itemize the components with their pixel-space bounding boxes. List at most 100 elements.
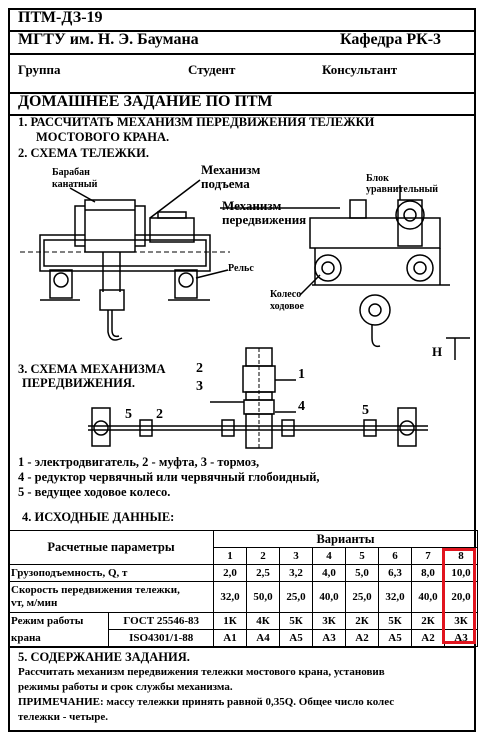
scheme-num-1: 1 <box>298 367 305 382</box>
divider <box>10 92 474 94</box>
legend-line-3: 5 - ведущее ходовое колесо. <box>18 485 171 499</box>
variant-col: 1 <box>213 547 247 565</box>
label-height: H <box>432 344 442 359</box>
table-cell: 5,0 <box>345 564 379 582</box>
params-header: Расчетные параметры <box>8 530 214 565</box>
table-cell: А4 <box>246 629 280 647</box>
capacity-label: Грузоподъемность, Q, т <box>8 564 214 582</box>
variant-col: 4 <box>312 547 346 565</box>
table-cell: 5К <box>378 612 412 630</box>
divider <box>10 114 474 116</box>
content-line-2: режимы работы и срок службы механизма. <box>18 681 233 693</box>
variant-col: 3 <box>279 547 313 565</box>
table-cell: 40,0 <box>411 581 445 613</box>
speed-label: Скорость передвижения тележки, vт, м/мин <box>8 581 214 613</box>
table-cell: 2К <box>345 612 379 630</box>
content-line-4: тележки - четыре. <box>18 711 108 723</box>
speed-label-2: vт, м/мин <box>11 597 58 609</box>
table-row: крана ISO4301/1-88 А1 А4 А5 А3 А2 А5 А2 … <box>7 629 478 647</box>
table-cell: 5К <box>279 612 313 630</box>
divider <box>10 646 474 648</box>
task-item-1: 1. РАССЧИТАТЬ МЕХАНИЗМ ПЕРЕДВИЖЕНИЯ ТЕЛЕ… <box>18 115 375 129</box>
scheme-num-3: 3 <box>196 379 203 394</box>
label-wheel-2: ходовое <box>270 301 304 312</box>
table-cell: 1К <box>213 612 247 630</box>
scheme-num-5-right: 5 <box>362 403 369 418</box>
table-cell: 2,0 <box>213 564 247 582</box>
mode-label-2: крана <box>7 629 110 647</box>
table-cell: 3,2 <box>279 564 313 582</box>
content-line-1: Рассчитать механизм передвижения тележки… <box>18 666 385 678</box>
label-rail: Рельс <box>228 263 254 274</box>
label-drum-1: Барабан <box>52 167 90 178</box>
divider <box>10 53 474 55</box>
scheme-num-5-left: 5 <box>125 407 132 422</box>
parameters-table: Расчетные параметры Варианты 1 2 3 4 5 6… <box>7 530 478 647</box>
gost-label: ГОСТ 25546-83 <box>108 612 214 630</box>
scheme-num-2-left: 2 <box>156 407 163 422</box>
university: МГТУ им. Н. Э. Баумана <box>18 31 199 48</box>
table-cell: 32,0 <box>213 581 247 613</box>
label-drum-2: канатный <box>52 179 98 190</box>
label-hoist-1: Механизм <box>201 162 260 177</box>
table-cell: 25,0 <box>279 581 313 613</box>
variant-col: 6 <box>378 547 412 565</box>
iso-label: ISO4301/1-88 <box>108 629 214 647</box>
table-cell: А2 <box>411 629 445 647</box>
label-block-2: уравнительный <box>366 184 438 195</box>
task-item-1-cont: МОСТОВОГО КРАНА. <box>36 130 170 144</box>
mode-label-1: Режим работы <box>7 612 110 630</box>
task-item-2: 2. СХЕМА ТЕЛЕЖКИ. <box>18 146 149 160</box>
legend-line-1: 1 - электродвигатель, 2 - муфта, 3 - тор… <box>18 455 260 469</box>
table-row: Режим работы ГОСТ 25546-83 1К 4К 5К 3К 2… <box>7 612 478 630</box>
legend-line-2: 4 - редуктор червячный или червячный гло… <box>18 470 320 484</box>
table-cell: А3 <box>312 629 346 647</box>
label-hoist-2: подъема <box>201 176 250 191</box>
speed-label-1: Скорость передвижения тележки, <box>11 584 180 596</box>
table-cell: 6,3 <box>378 564 412 582</box>
content-line-3: ПРИМЕЧАНИЕ: массу тележки принять равной… <box>18 696 395 708</box>
sheet-frame <box>8 8 476 732</box>
scheme-num-4: 4 <box>298 399 305 414</box>
table-cell: А2 <box>345 629 379 647</box>
table-cell: 8,0 <box>411 564 445 582</box>
table-cell: 4,0 <box>312 564 346 582</box>
table-cell: 3К <box>444 612 478 630</box>
label-wheel-1: Колесо <box>270 289 301 300</box>
table-cell: 2К <box>411 612 445 630</box>
student-label: Студент <box>188 62 236 77</box>
variant-8-highlight <box>442 548 476 644</box>
scheme-num-2: 2 <box>196 361 203 376</box>
table-cell: 25,0 <box>345 581 379 613</box>
label-block-1: Блок <box>366 173 389 184</box>
table-cell: 20,0 <box>444 581 478 613</box>
table-cell: А5 <box>378 629 412 647</box>
label-travel-2: передвижения <box>222 212 306 227</box>
mechanism-scheme: 2 3 1 4 5 2 5 <box>88 347 428 449</box>
table-row: Скорость передвижения тележки, vт, м/мин… <box>8 581 478 613</box>
table-cell: 3К <box>312 612 346 630</box>
table-cell: 32,0 <box>378 581 412 613</box>
page-title: ДОМАШНЕЕ ЗАДАНИЕ ПО ПТМ <box>18 93 273 110</box>
variants-header: Варианты <box>213 530 478 548</box>
scheme-title-2: ПЕРЕДВИЖЕНИЯ. <box>22 376 135 390</box>
table-row: Грузоподъемность, Q, т 2,0 2,5 3,2 4,0 5… <box>8 564 478 582</box>
table-cell: 2,5 <box>246 564 280 582</box>
variant-col: 5 <box>345 547 379 565</box>
scheme-title-1: 3. СХЕМА МЕХАНИЗМА <box>18 362 166 376</box>
content-title: 5. СОДЕРЖАНИЕ ЗАДАНИЯ. <box>18 650 190 664</box>
variant-col: 2 <box>246 547 280 565</box>
department: Кафедра РК-3 <box>340 31 442 48</box>
table-cell: 40,0 <box>312 581 346 613</box>
table-cell: 10,0 <box>444 564 478 582</box>
variant-col: 7 <box>411 547 445 565</box>
doc-code: ПТМ-ДЗ-19 <box>18 9 103 26</box>
table-cell: 4К <box>246 612 280 630</box>
table-cell: А1 <box>213 629 247 647</box>
divider <box>10 30 474 32</box>
table-cell: А5 <box>279 629 313 647</box>
group-label: Группа <box>18 62 61 77</box>
initial-data-title: 4. ИСХОДНЫЕ ДАННЫЕ: <box>22 510 175 524</box>
label-travel-1: Механизм <box>222 198 281 213</box>
table-cell: 50,0 <box>246 581 280 613</box>
